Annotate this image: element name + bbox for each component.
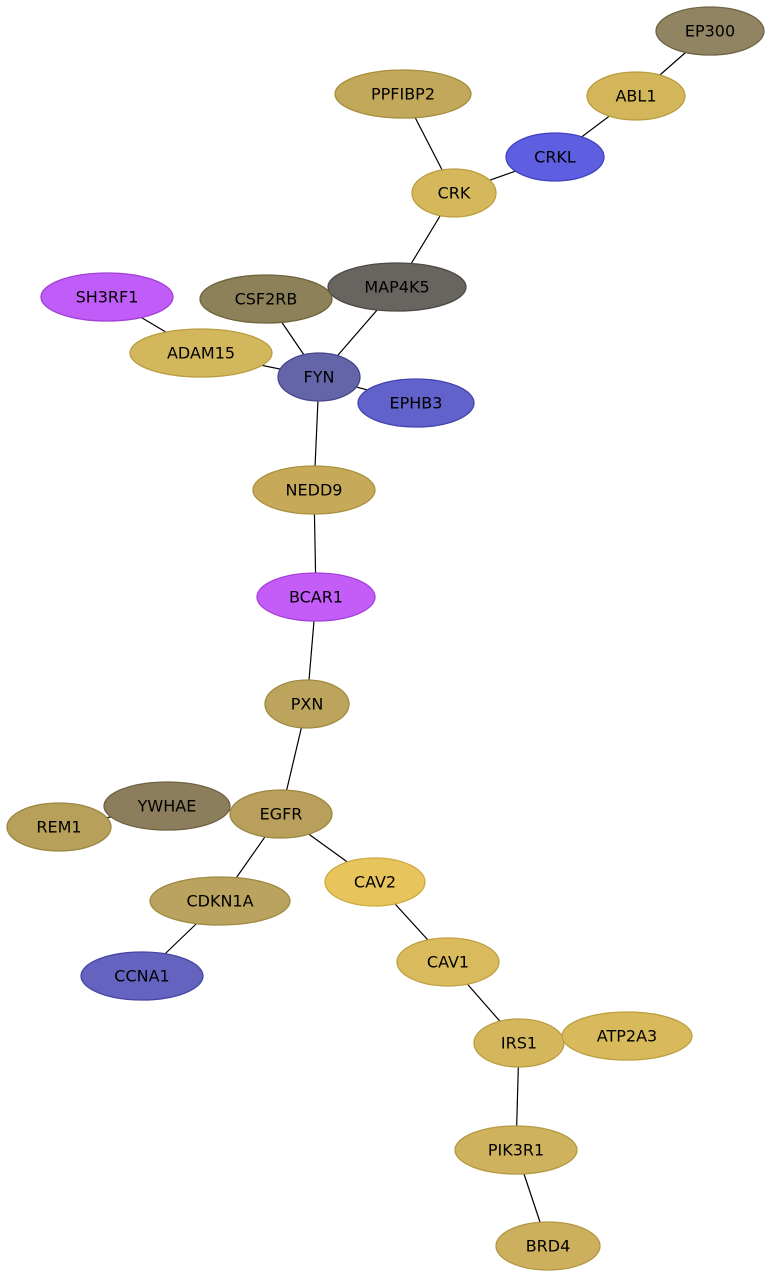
node-ccna1[interactable]: CCNA1 xyxy=(80,951,204,1001)
node-label-ywhae: YWHAE xyxy=(137,797,197,816)
node-shape-cdkn1a[interactable] xyxy=(149,876,291,926)
node-shape-map4k5[interactable] xyxy=(327,262,467,312)
node-brd4[interactable]: BRD4 xyxy=(495,1221,601,1271)
node-shape-crkl[interactable] xyxy=(505,132,605,182)
node-label-fyn: FYN xyxy=(304,368,335,387)
node-label-ppfibp2: PPFIBP2 xyxy=(371,85,435,104)
node-cav2[interactable]: CAV2 xyxy=(324,857,426,907)
node-ep300[interactable]: EP300 xyxy=(655,6,765,56)
node-ppfibp2[interactable]: PPFIBP2 xyxy=(334,69,472,119)
node-crkl[interactable]: CRKL xyxy=(505,132,605,182)
node-egfr[interactable]: EGFR xyxy=(229,789,333,839)
node-label-adam15: ADAM15 xyxy=(167,344,235,363)
node-pik3r1[interactable]: PIK3R1 xyxy=(454,1125,578,1175)
node-shape-nedd9[interactable] xyxy=(252,465,376,515)
node-crk[interactable]: CRK xyxy=(411,168,497,218)
node-bcar1[interactable]: BCAR1 xyxy=(256,572,376,622)
node-label-bcar1: BCAR1 xyxy=(289,588,343,607)
node-shape-fyn[interactable] xyxy=(277,352,361,402)
node-sh3rf1[interactable]: SH3RF1 xyxy=(40,272,174,322)
node-shape-ppfibp2[interactable] xyxy=(334,69,472,119)
node-label-crk: CRK xyxy=(438,184,471,203)
node-label-csf2rb: CSF2RB xyxy=(235,290,298,309)
node-label-cav1: CAV1 xyxy=(427,953,469,972)
node-shape-ep300[interactable] xyxy=(655,6,765,56)
node-adam15[interactable]: ADAM15 xyxy=(129,328,273,378)
node-shape-ephb3[interactable] xyxy=(357,378,475,428)
node-shape-pxn[interactable] xyxy=(264,679,350,729)
node-label-sh3rf1: SH3RF1 xyxy=(76,288,139,307)
node-label-abl1: ABL1 xyxy=(615,87,656,106)
node-label-egfr: EGFR xyxy=(260,805,303,824)
node-map4k5[interactable]: MAP4K5 xyxy=(327,262,467,312)
node-label-crkl: CRKL xyxy=(534,148,576,167)
node-ywhae[interactable]: YWHAE xyxy=(103,781,231,831)
node-csf2rb[interactable]: CSF2RB xyxy=(199,274,333,324)
node-label-brd4: BRD4 xyxy=(526,1237,571,1256)
node-shape-abl1[interactable] xyxy=(586,71,686,121)
node-shape-ccna1[interactable] xyxy=(80,951,204,1001)
node-label-ephb3: EPHB3 xyxy=(390,394,443,413)
node-shape-cav2[interactable] xyxy=(324,857,426,907)
node-fyn[interactable]: FYN xyxy=(277,352,361,402)
node-label-ccna1: CCNA1 xyxy=(114,967,169,986)
node-shape-adam15[interactable] xyxy=(129,328,273,378)
node-label-cav2: CAV2 xyxy=(354,873,396,892)
node-shape-crk[interactable] xyxy=(411,168,497,218)
node-shape-pik3r1[interactable] xyxy=(454,1125,578,1175)
node-atp2a3[interactable]: ATP2A3 xyxy=(561,1011,693,1061)
node-shape-sh3rf1[interactable] xyxy=(40,272,174,322)
node-shape-bcar1[interactable] xyxy=(256,572,376,622)
node-shape-ywhae[interactable] xyxy=(103,781,231,831)
edges-layer xyxy=(58,30,711,1247)
node-label-pik3r1: PIK3R1 xyxy=(488,1141,544,1160)
node-label-ep300: EP300 xyxy=(685,22,735,41)
node-abl1[interactable]: ABL1 xyxy=(586,71,686,121)
node-shape-brd4[interactable] xyxy=(495,1221,601,1271)
node-label-pxn: PXN xyxy=(291,695,324,714)
node-ephb3[interactable]: EPHB3 xyxy=(357,378,475,428)
node-label-rem1: REM1 xyxy=(36,818,81,837)
node-label-cdkn1a: CDKN1A xyxy=(186,892,253,911)
node-cdkn1a[interactable]: CDKN1A xyxy=(149,876,291,926)
node-pxn[interactable]: PXN xyxy=(264,679,350,729)
node-cav1[interactable]: CAV1 xyxy=(396,937,500,987)
node-nedd9[interactable]: NEDD9 xyxy=(252,465,376,515)
node-label-map4k5: MAP4K5 xyxy=(364,278,429,297)
node-label-atp2a3: ATP2A3 xyxy=(597,1027,657,1046)
node-shape-csf2rb[interactable] xyxy=(199,274,333,324)
node-shape-cav1[interactable] xyxy=(396,937,500,987)
node-rem1[interactable]: REM1 xyxy=(6,802,112,852)
node-shape-rem1[interactable] xyxy=(6,802,112,852)
node-irs1[interactable]: IRS1 xyxy=(473,1018,565,1068)
node-shape-egfr[interactable] xyxy=(229,789,333,839)
node-shape-atp2a3[interactable] xyxy=(561,1011,693,1061)
node-label-irs1: IRS1 xyxy=(501,1034,537,1053)
node-label-nedd9: NEDD9 xyxy=(286,481,343,500)
